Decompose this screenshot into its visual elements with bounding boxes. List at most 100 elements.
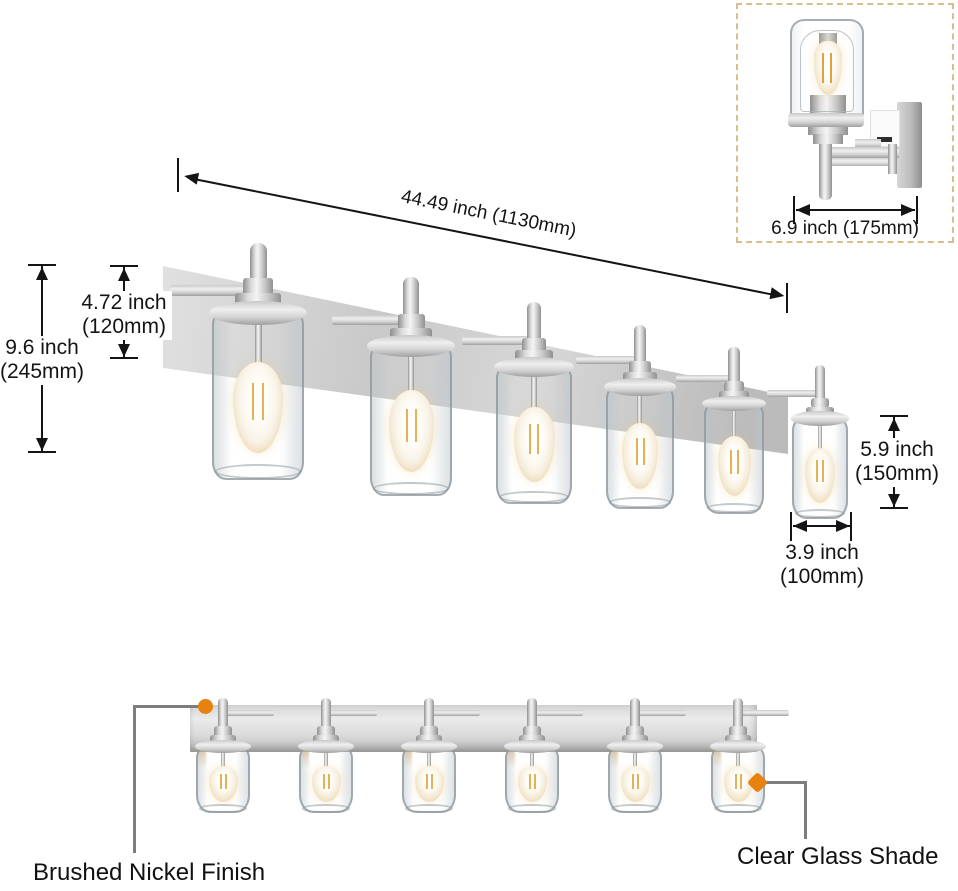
socket-ring: [515, 350, 553, 362]
socket-stem: [731, 407, 737, 438]
dim-extension-line: [796, 209, 915, 211]
socket-ring: [397, 314, 425, 331]
mounting-arm: [331, 314, 410, 325]
bulb-filament: [528, 774, 531, 790]
glass-shade-outline: [496, 366, 572, 504]
arrowhead-right-icon: [836, 520, 850, 532]
socket-stem: [254, 318, 262, 365]
socket-ring: [209, 735, 237, 744]
inset-glass-dome: [800, 30, 854, 112]
socket-ring: [521, 338, 547, 353]
inset-flange-ring: [788, 113, 864, 127]
bulb-filament: [537, 423, 540, 455]
bulb-filament: [816, 460, 819, 483]
socket-ring: [518, 735, 546, 744]
socket-stem: [817, 421, 823, 450]
socket-ring: [415, 735, 443, 744]
glass-bottom-rim: [611, 804, 659, 813]
bulb-filament: [529, 423, 532, 455]
inset-taper-ring2: [813, 134, 843, 144]
bulb-filament: [262, 382, 264, 420]
edison-bulb: [311, 766, 341, 803]
cap-disk: [366, 335, 456, 357]
bulb-filament: [734, 774, 737, 790]
glass-bottom-rim: [508, 804, 556, 813]
glass-bottom-rim: [499, 490, 569, 503]
edison-bulb: [805, 448, 835, 503]
cap-disk: [194, 739, 252, 754]
glass-bottom-rim: [215, 464, 301, 479]
socket-ring: [626, 726, 644, 737]
arrowhead-down-icon: [118, 344, 130, 357]
dim-overall-height-label: 9.6 inch (245mm): [0, 336, 88, 385]
callout-finish-label: Brushed Nickel Finish: [33, 859, 266, 886]
glass-bottom-rim: [372, 481, 450, 496]
callout-line: [133, 705, 205, 708]
edison-bulb: [208, 766, 238, 803]
edison-bulb: [621, 422, 659, 489]
socket-stem: [736, 749, 741, 769]
bulb-filament: [822, 460, 825, 483]
bulb-filament: [740, 774, 743, 790]
dim-extension-label: 6.9 inch (175mm): [771, 218, 919, 239]
socket-ring: [718, 390, 750, 400]
bulb-filament: [414, 408, 417, 442]
bulb-filament: [642, 437, 645, 465]
extension-line: [790, 512, 792, 545]
arrowhead-left-icon: [796, 204, 810, 216]
dim-end-tick: [880, 415, 908, 417]
socket-stem: [633, 749, 638, 769]
socket-ring: [523, 726, 541, 737]
cap-disk: [709, 739, 767, 754]
socket-ring: [243, 278, 273, 296]
mounting-arm: [575, 355, 639, 364]
side-view-inset: 6.9 inch (175mm): [736, 3, 954, 243]
cap-disk: [209, 301, 307, 325]
edison-bulb: [620, 766, 650, 803]
stem-rod: [527, 698, 537, 739]
edison-bulb: [723, 766, 753, 803]
dim-end-tick: [110, 265, 138, 267]
socket-stem: [407, 350, 415, 393]
callout-marker-finish: [198, 699, 213, 714]
mounting-arm: [461, 336, 533, 346]
mounting-arm: [430, 710, 481, 717]
edison-bulb: [414, 766, 444, 803]
inset-mounting-arm: [825, 147, 899, 158]
socket-ring: [811, 397, 829, 409]
edison-bulb: [513, 407, 555, 482]
cap-disk: [400, 739, 458, 754]
bulb-filament: [637, 774, 640, 790]
socket-stem: [221, 749, 226, 769]
socket-stem: [427, 749, 432, 769]
stem-rod: [728, 347, 740, 396]
stem-rod: [424, 698, 434, 739]
bulb-filament: [534, 774, 537, 790]
glass-shade-outline: [703, 403, 765, 514]
mounting-arm: [675, 374, 733, 382]
dim-end-tick: [28, 264, 56, 266]
bulb-filament: [252, 382, 254, 420]
dim-end-tick: [110, 357, 138, 359]
bulb-filament: [425, 774, 428, 790]
bulb-filament: [328, 774, 331, 790]
mounting-arm: [533, 710, 584, 717]
dim-line: [793, 525, 850, 527]
edison-bulb: [388, 390, 434, 472]
glass-bottom-rim: [706, 503, 762, 514]
cap-disk: [790, 411, 850, 426]
inset-bulb-filament: [822, 53, 824, 83]
cap-disk: [606, 739, 664, 754]
dim-end-tick: [786, 283, 788, 313]
dim-shade-width-label: 3.9 inch (100mm): [774, 541, 870, 590]
glass-shade-outline: [606, 386, 674, 509]
stem-rod: [814, 365, 826, 411]
glass-shade-outline: [212, 312, 304, 480]
dim-backplate-height-label: 4.72 inch (120mm): [76, 291, 172, 340]
stem-rod: [630, 698, 640, 739]
socket-ring: [623, 372, 657, 383]
mounting-arm: [224, 710, 275, 717]
